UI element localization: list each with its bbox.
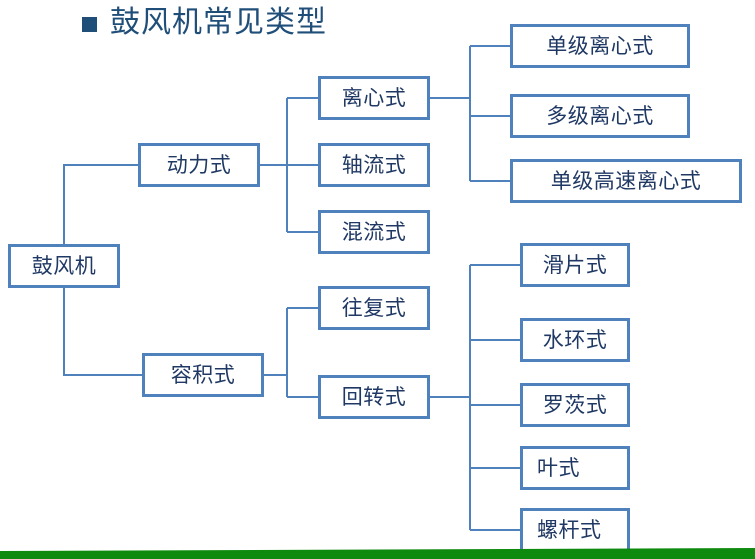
slide-title: 鼓风机常见类型 [82,6,327,39]
node-sliding-vane[interactable]: 滑片式 [520,243,630,287]
node-mixed-flow[interactable]: 混流式 [318,210,430,254]
node-single-stage-centrifugal[interactable]: 单级离心式 [510,24,690,68]
node-reciprocating[interactable]: 往复式 [318,286,430,330]
node-centrifugal[interactable]: 离心式 [318,76,430,120]
node-positive-displacement[interactable]: 容积式 [142,353,264,397]
node-root[interactable]: 鼓风机 [8,244,120,288]
bottom-decoration-bar [0,548,755,559]
node-roots[interactable]: 罗茨式 [520,383,630,427]
node-dynamic[interactable]: 动力式 [138,143,260,187]
node-vane[interactable]: 叶式 [520,446,630,490]
node-liquid-ring[interactable]: 水环式 [520,318,630,362]
node-rotary[interactable]: 回转式 [318,375,430,419]
square-bullet-icon [82,17,97,32]
page-title: 鼓风机常见类型 [110,5,327,40]
node-axial-flow[interactable]: 轴流式 [318,143,430,187]
node-single-stage-high-speed-centrifugal[interactable]: 单级高速离心式 [510,159,742,203]
node-multi-stage-centrifugal[interactable]: 多级离心式 [510,94,690,138]
